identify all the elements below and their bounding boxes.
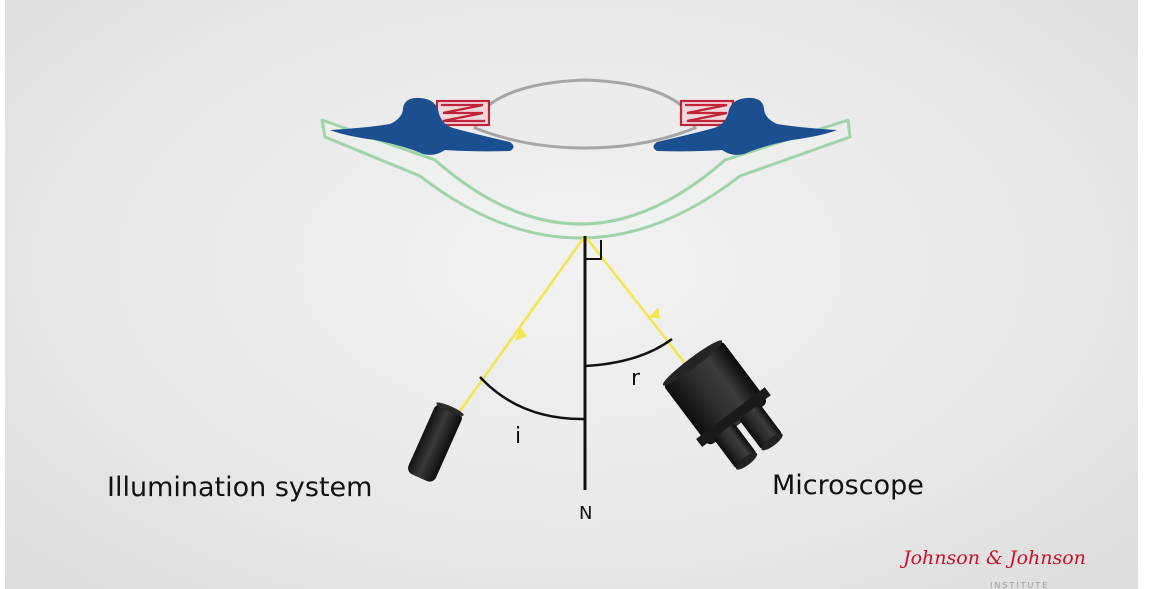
- illumination-label: Illumination system: [107, 472, 372, 503]
- optic-lens: [473, 78, 697, 150]
- brand-logo: Johnson & Johnson: [899, 547, 1086, 569]
- cornea-outline: [320, 118, 852, 240]
- reflection-angle-arc: [584, 337, 673, 368]
- diagram-stage: Illumination system Microscope N i r Joh…: [5, 0, 1138, 589]
- microscope-icon: [662, 340, 783, 470]
- incident-ray-arrow: [515, 327, 527, 341]
- reflected-ray: [584, 235, 696, 377]
- left-haptic: [330, 97, 514, 155]
- right-angle-marker: [585, 240, 602, 260]
- right-haptic: [653, 97, 837, 155]
- microscope-label: Microscope: [772, 470, 924, 501]
- incidence-angle-label: i: [515, 424, 521, 449]
- normal-label: N: [579, 503, 592, 524]
- reflection-diagram: Illumination system Microscope N i r Joh…: [107, 78, 1086, 589]
- left-spring: [435, 99, 491, 127]
- brand-logo-subtext: INSTITUTE: [990, 581, 1049, 589]
- incidence-angle-arc: [479, 376, 586, 421]
- illumination-tube-icon: [408, 402, 464, 482]
- reflected-ray-arrow: [649, 307, 661, 319]
- reflection-angle-label: r: [631, 366, 641, 391]
